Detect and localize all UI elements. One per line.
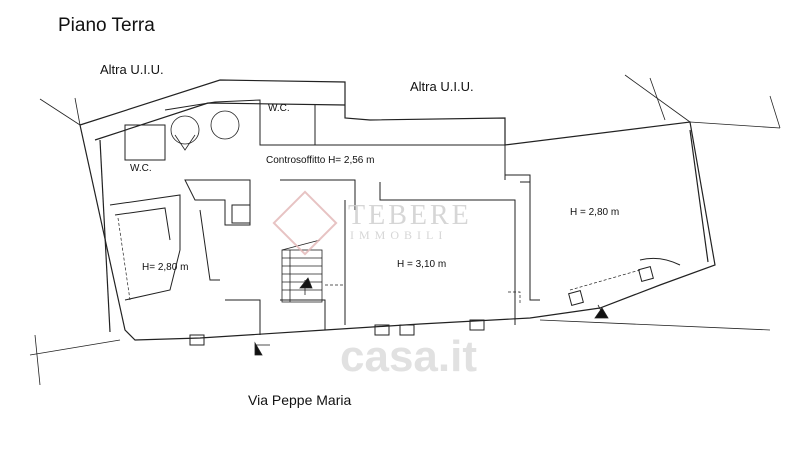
boundary-lines: [29, 74, 781, 386]
watermark-brand-sub: IMMOBILI: [350, 228, 448, 242]
watermark-brand: TEBERE: [348, 200, 472, 231]
street-label: Via Peppe Maria: [248, 392, 352, 408]
staircase: [281, 239, 323, 303]
room-label-ceiling: Controsoffitto H= 2,56 m: [266, 155, 375, 166]
neighbor-label-left: Altra U.I.U.: [100, 62, 164, 77]
dashed-lines: [117, 217, 641, 330]
wc-fixtures: [170, 110, 240, 151]
front-openings: [189, 257, 681, 346]
room-label-wc-top: W.C.: [268, 103, 290, 114]
neighbor-label-right: Altra U.I.U.: [410, 79, 474, 94]
room-label-center-height: H = 3,10 m: [397, 259, 447, 270]
interior-walls: [109, 99, 540, 335]
room-label-wc-left: W.C.: [130, 163, 152, 174]
page-title: Piano Terra: [58, 15, 155, 36]
watermark-site: casa.it: [340, 332, 477, 381]
room-label-right-height: H = 2,80 m: [570, 207, 620, 218]
section-markers: [254, 277, 609, 356]
room-label-left-height: H= 2,80 m: [142, 262, 189, 273]
outer-walls: [79, 79, 716, 341]
